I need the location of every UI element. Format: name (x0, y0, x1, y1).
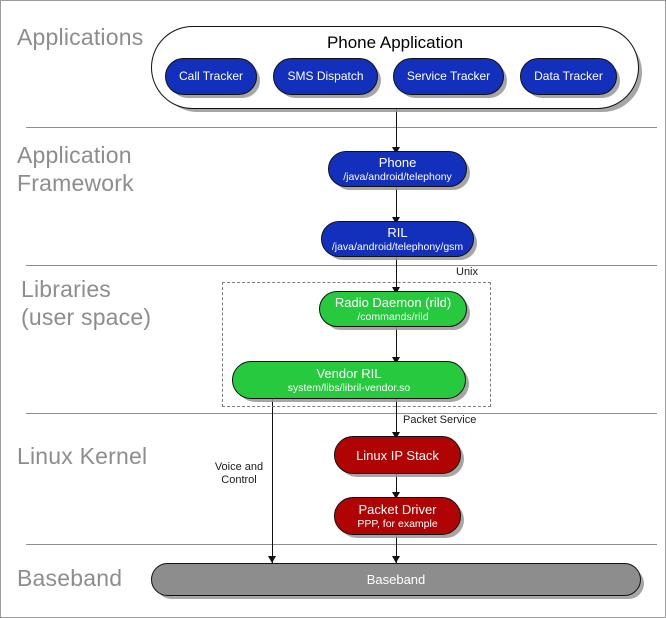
framework-node-phone[interactable]: Phone /java/android/telephony (328, 151, 467, 187)
framework-node-subtitle: /java/android/telephony/gsm (331, 241, 464, 253)
baseband-node[interactable]: Baseband (151, 563, 641, 596)
connector-phoneapp-to-phone (396, 109, 398, 154)
baseband-node-title: Baseband (366, 572, 426, 587)
layer-label-linux-kernel: Linux Kernel (17, 443, 148, 469)
library-node-title: Vendor RIL (316, 366, 382, 381)
app-node-label: Service Tracker (406, 69, 491, 83)
arrowhead-baseband-voice (268, 556, 276, 563)
layer-separator-libraries (26, 413, 657, 414)
library-node-title: Radio Daemon (rild) (334, 295, 452, 310)
layer-label-libraries: Libraries (user space) (21, 276, 152, 330)
kernel-node-packet-driver[interactable]: Packet Driver PPP, for example (334, 497, 461, 535)
layer-label-baseband: Baseband (17, 565, 123, 591)
layer-label-application-framework: Application Framework (17, 142, 134, 196)
app-node-label: Call Tracker (178, 69, 243, 83)
app-node-data-tracker[interactable]: Data Tracker (520, 58, 617, 95)
framework-node-title: Phone (378, 155, 417, 170)
phone-application-title: Phone Application (326, 33, 464, 52)
connector-phone-to-ril (396, 186, 398, 224)
app-node-call-tracker[interactable]: Call Tracker (165, 58, 257, 95)
connector-rild-to-vendorril (396, 326, 398, 364)
unix-group-box (222, 282, 491, 407)
kernel-node-subtitle: PPP, for example (357, 518, 438, 530)
app-node-label: Data Tracker (534, 69, 603, 83)
framework-node-subtitle: /java/android/telephony (343, 171, 452, 183)
library-node-radio-daemon[interactable]: Radio Daemon (rild) /commands/rild (319, 291, 467, 327)
layer-separator-applications (26, 127, 657, 128)
app-node-service-tracker[interactable]: Service Tracker (393, 58, 504, 95)
edge-label-packet-service: Packet Service (403, 414, 477, 426)
framework-node-ril[interactable]: RIL /java/android/telephony/gsm (321, 221, 474, 257)
unix-group-label: Unix (456, 266, 479, 278)
layer-label-applications: Applications (17, 24, 144, 50)
connector-vendorril-to-baseband-voice (272, 398, 274, 563)
connector-packetdriver-to-baseband (396, 534, 398, 563)
kernel-node-title: Linux IP Stack (356, 447, 439, 463)
connector-ril-to-rild (396, 257, 398, 294)
layer-separator-kernel (26, 544, 657, 545)
kernel-node-title: Packet Driver (358, 502, 437, 517)
kernel-node-linux-ip-stack[interactable]: Linux IP Stack (334, 436, 461, 474)
framework-node-title: RIL (387, 225, 408, 240)
arrowhead-packetdriver (392, 492, 400, 499)
connector-ipstack-to-packetdriver (396, 474, 398, 500)
library-node-subtitle: /commands/rild (357, 311, 429, 323)
layer-separator-framework (26, 265, 657, 266)
app-node-label: SMS Dispatch (287, 69, 364, 83)
app-node-sms-dispatch[interactable]: SMS Dispatch (273, 58, 378, 95)
library-node-subtitle: system/libs/libril-vendor.so (287, 382, 411, 394)
connector-vendorril-to-ipstack (396, 398, 398, 438)
arrowhead-baseband-packet (392, 556, 400, 563)
library-node-vendor-ril[interactable]: Vendor RIL system/libs/libril-vendor.so (232, 361, 466, 399)
edge-label-voice-and-control: Voice and Control (214, 461, 264, 486)
